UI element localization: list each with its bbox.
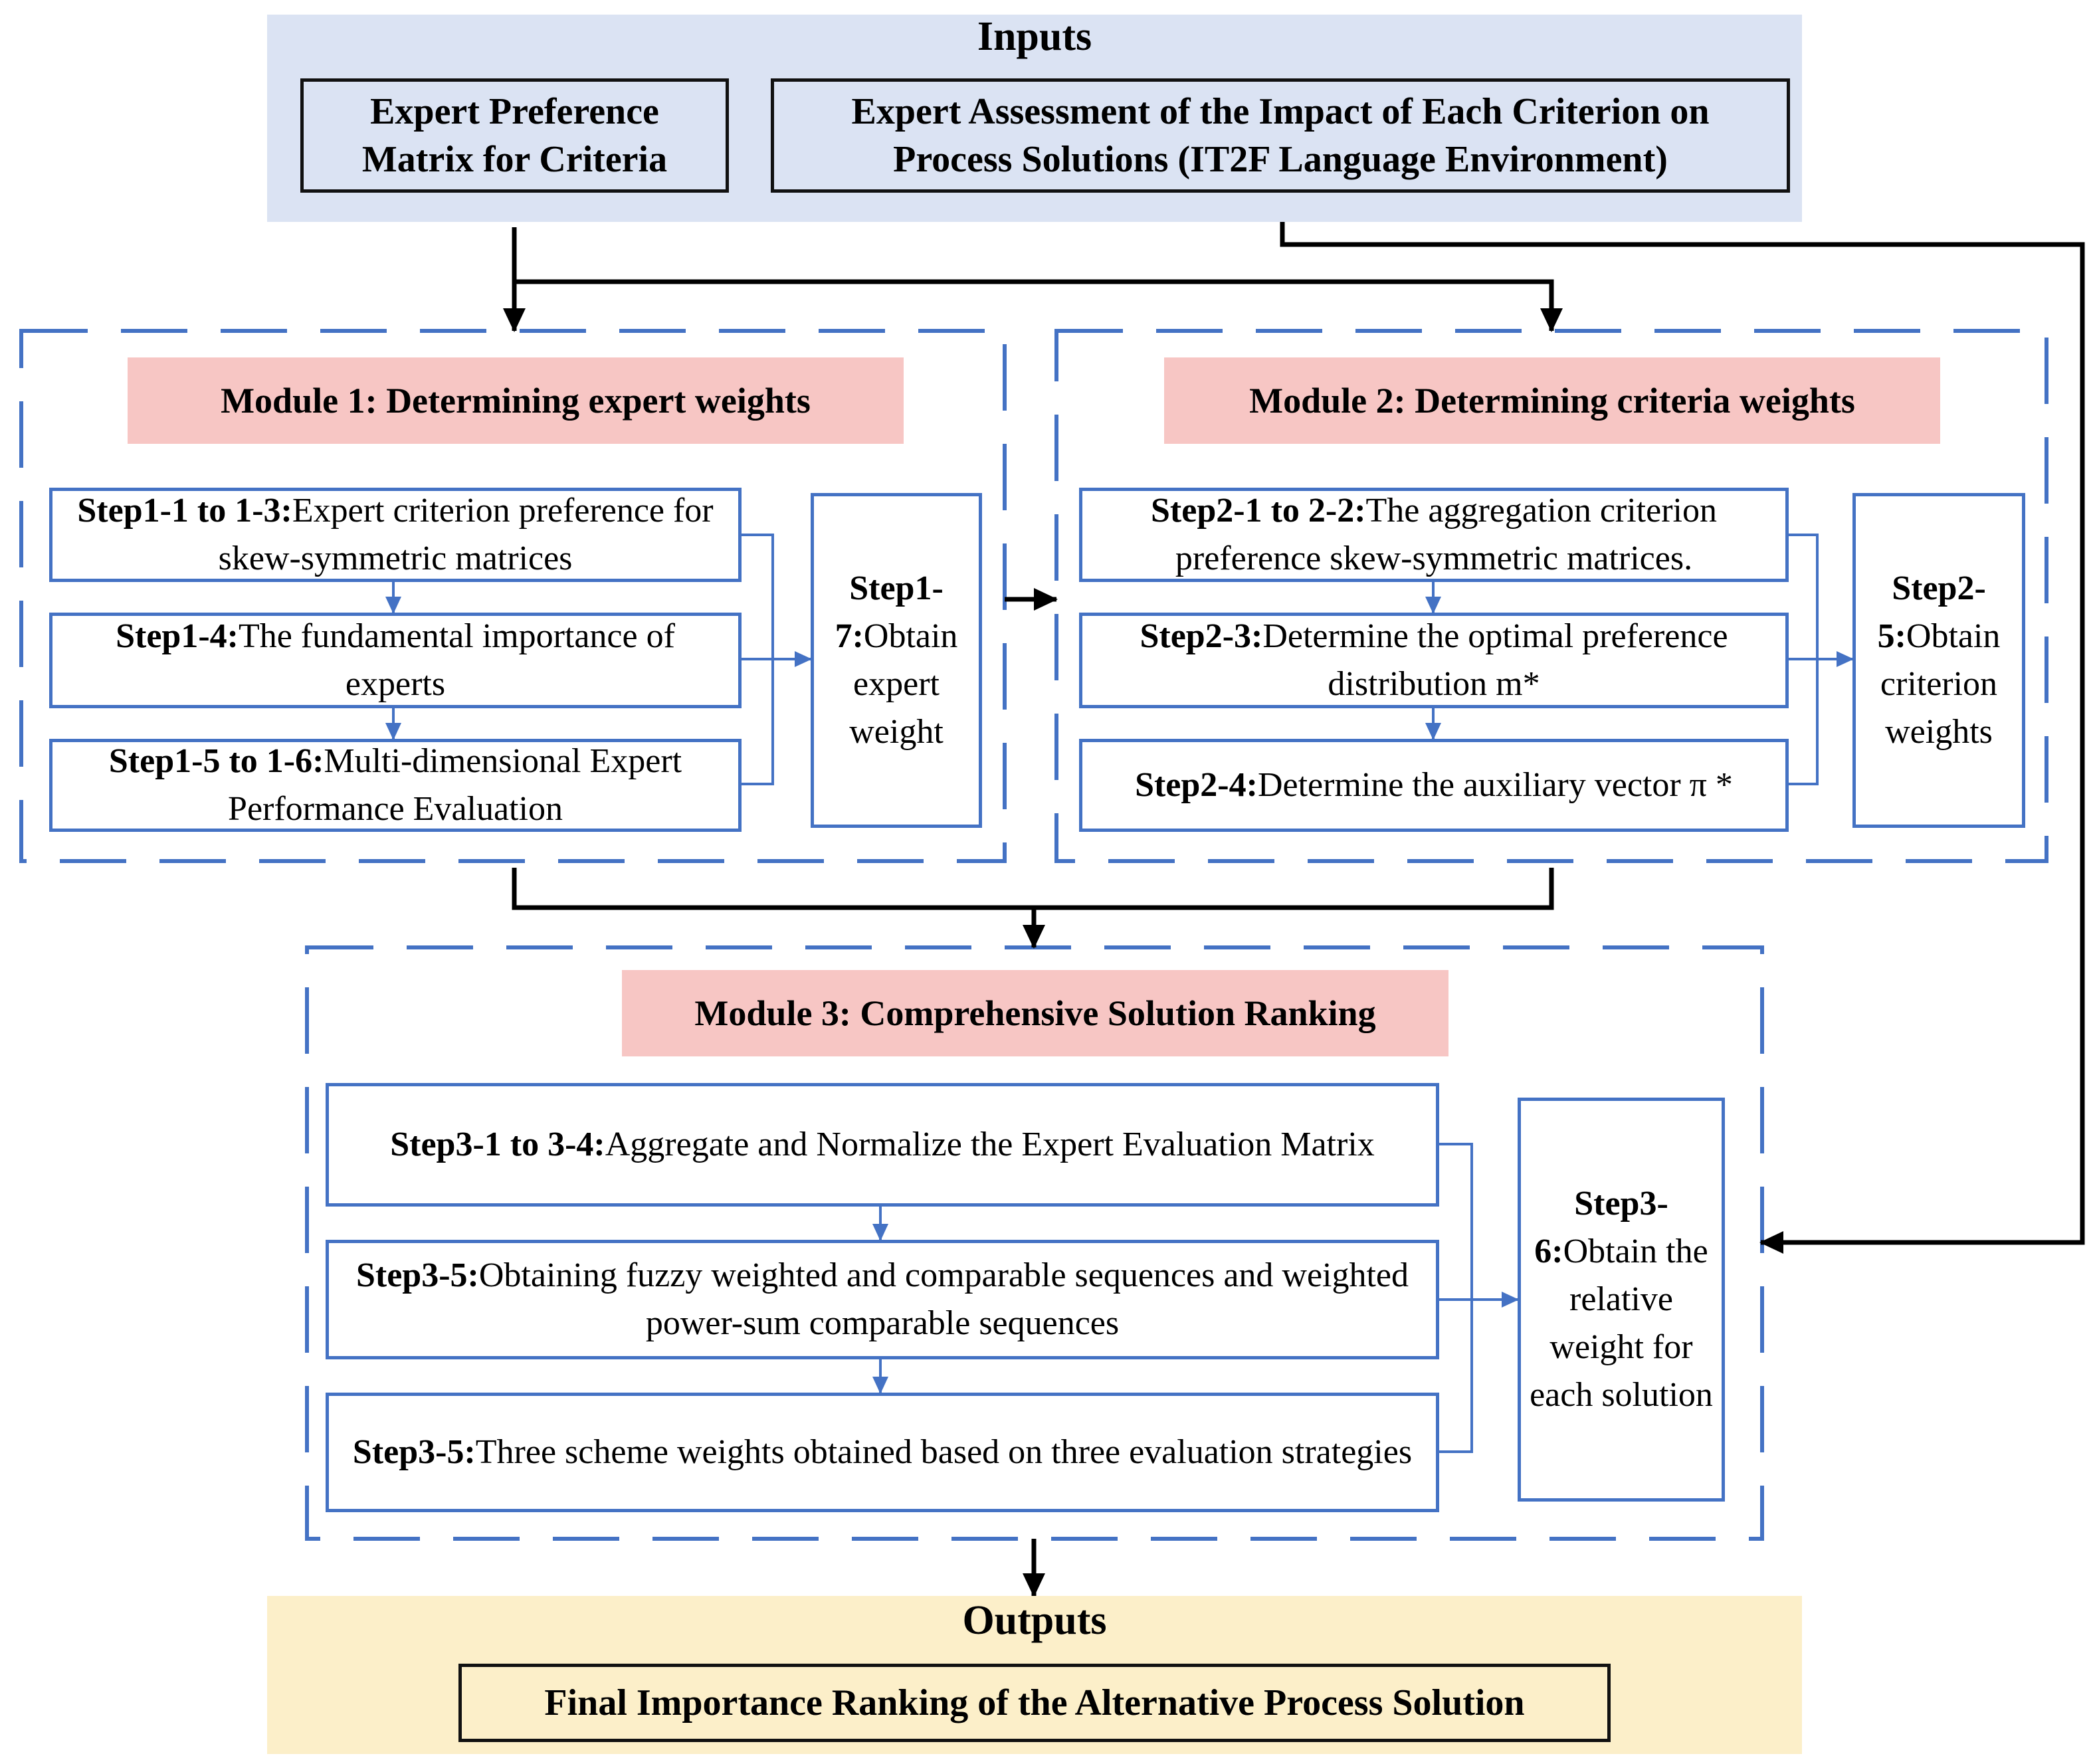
module3-step1-box[interactable]: Step3-1 to 3-4:Aggregate and Normalize t… [326, 1083, 1439, 1207]
module2-step3-label: Step2-4: [1135, 766, 1258, 804]
arrow-inputs-to-step3-6 [1280, 193, 2085, 1254]
expert-assessment-box[interactable]: Expert Assessment of the Impact of Each … [771, 78, 1790, 193]
module2-step1-label: Step2-1 to 2-2: [1151, 492, 1366, 530]
outputs-panel [267, 1596, 1802, 1754]
final-ranking-box[interactable]: Final Importance Ranking of the Alternat… [458, 1664, 1611, 1742]
module2-step1-box[interactable]: Step2-1 to 2-2:The aggregation criterion… [1079, 488, 1789, 582]
arrow-inputs-to-module2 [514, 279, 1563, 332]
module2-step2-text: Determine the optimal preference distrib… [1262, 617, 1728, 703]
module1-step1-box[interactable]: Step1-1 to 1-3:Expert criterion preferen… [49, 488, 742, 582]
module2-result-label: Step2-5: [1877, 569, 1986, 655]
module3-result-box[interactable]: Step3-6:Obtain the relative weight for e… [1518, 1098, 1725, 1502]
module3-title: Module 3: Comprehensive Solution Ranking [622, 970, 1448, 1056]
module1-step3-label: Step1-5 to 1-6: [108, 742, 324, 780]
expert-preference-matrix-box[interactable]: Expert Preference Matrix for Criteria [300, 78, 729, 193]
module3-step3-text: Three scheme weights obtained based on t… [475, 1433, 1413, 1471]
module3-step2-text: Obtaining fuzzy weighted and comparable … [478, 1256, 1409, 1342]
module1-step3-box[interactable]: Step1-5 to 1-6:Multi-dimensional Expert … [49, 739, 742, 832]
module1-step1-label: Step1-1 to 1-3: [77, 492, 292, 530]
module2-result-box[interactable]: Step2-5:Obtain criterion weights [1852, 493, 2025, 828]
module2-frame [1054, 329, 2048, 863]
inputs-title: Inputs [977, 14, 1092, 59]
module3-step2-box[interactable]: Step3-5:Obtaining fuzzy weighted and com… [326, 1240, 1439, 1359]
arrow-modules-to-module3 [512, 868, 1554, 947]
inputs-panel [267, 15, 1802, 222]
module2-title: Module 2: Determining criteria weights [1164, 357, 1940, 444]
module2-step1-text: The aggregation criterion preference ske… [1175, 492, 1717, 577]
module3-step3-box[interactable]: Step3-5:Three scheme weights obtained ba… [326, 1393, 1439, 1512]
outputs-title: Outputs [962, 1598, 1107, 1643]
module3-result-label: Step3-6: [1534, 1185, 1668, 1270]
module2-step3-text: Determine the auxiliary vector π * [1257, 766, 1733, 804]
module2-step2-box[interactable]: Step2-3:Determine the optimal preference… [1079, 613, 1789, 708]
module1-title: Module 1: Determining expert weights [128, 357, 904, 444]
module1-result-box[interactable]: Step1-7:Obtain expert weight [811, 493, 982, 828]
module3-step1-text: Aggregate and Normalize the Expert Evalu… [605, 1126, 1375, 1163]
module1-result-label: Step1-7: [835, 569, 944, 655]
bracket-m3 [1439, 1143, 1473, 1453]
module3-step2-label: Step3-5: [355, 1256, 479, 1294]
module3-step1-label: Step3-1 to 3-4: [390, 1126, 605, 1163]
module1-frame [19, 329, 1007, 863]
module2-step2-label: Step2-3: [1140, 617, 1263, 655]
module1-step1-text: Expert criterion preference for skew-sym… [218, 492, 714, 577]
module1-step2-label: Step1-4: [116, 617, 239, 655]
main-flow-arrows [503, 193, 2085, 1597]
module1-step3-text: Multi-dimensional Expert Performance Eva… [228, 742, 682, 828]
module3-result-text: Obtain the relative weight for each solu… [1530, 1232, 1713, 1414]
module3-step3-label: Step3-5: [352, 1433, 476, 1471]
module2-step3-box[interactable]: Step2-4:Determine the auxiliary vector π… [1079, 739, 1789, 832]
module2-result-text: Obtain criterion weights [1880, 617, 2001, 751]
module1-step2-text: The fundamental importance of experts [238, 617, 675, 703]
internal-arrows [385, 534, 1854, 1453]
module1-step2-box[interactable]: Step1-4:The fundamental importance of ex… [49, 613, 742, 708]
module1-result-text: Obtain expert weight [849, 617, 958, 751]
